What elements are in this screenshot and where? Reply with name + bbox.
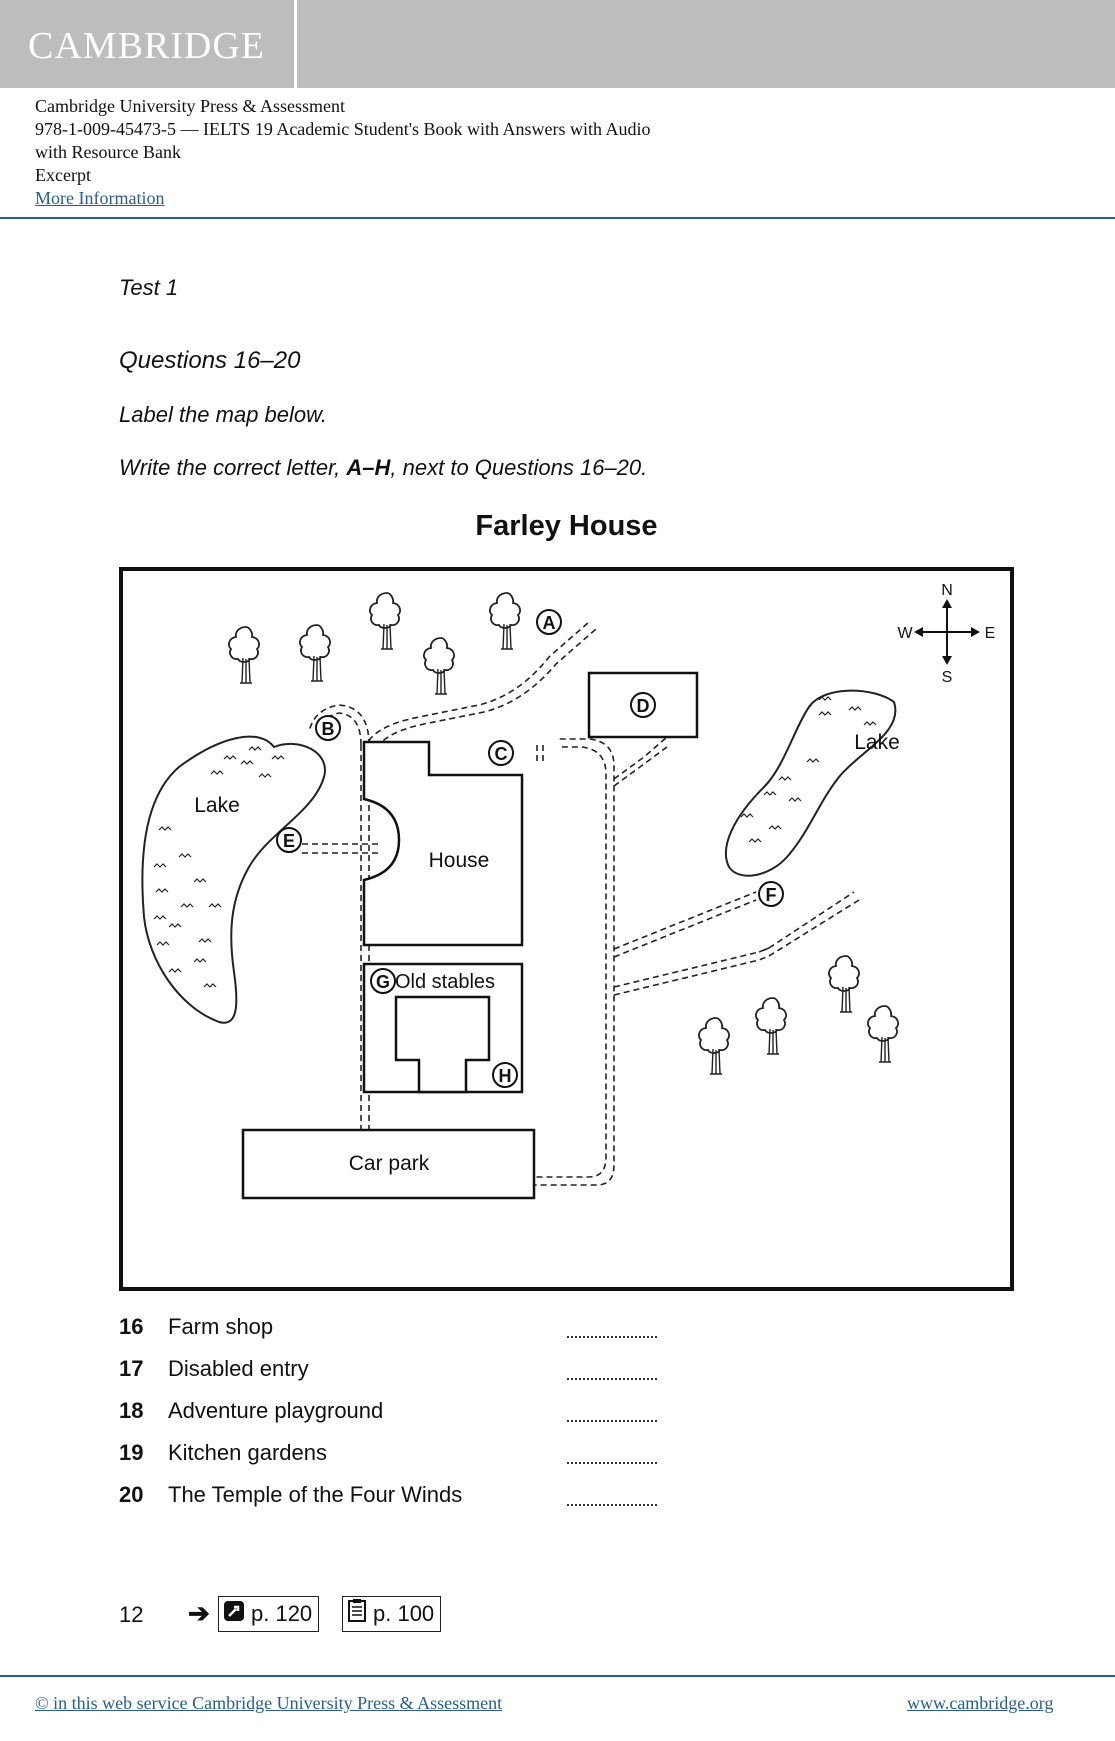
answer-blank[interactable] xyxy=(567,1450,657,1464)
svg-text:B: B xyxy=(322,719,335,739)
answer-blank[interactable] xyxy=(567,1492,657,1506)
isbn-title-cont-line: with Resource Bank xyxy=(35,142,181,162)
question-row: 17 Disabled entry xyxy=(119,1356,679,1386)
farley-house-map: Lake Lake N S E W xyxy=(119,567,1014,1291)
marker-h: H xyxy=(492,1062,518,1088)
question-row: 18 Adventure playground xyxy=(119,1398,679,1428)
question-label: Disabled entry xyxy=(168,1356,309,1381)
question-label: Kitchen gardens xyxy=(168,1440,327,1465)
header-band xyxy=(0,0,1115,88)
svg-text:C: C xyxy=(495,744,508,764)
svg-text:D: D xyxy=(637,696,650,716)
compass-east: E xyxy=(985,625,996,642)
marker-c: C xyxy=(488,740,514,766)
svg-text:G: G xyxy=(376,972,390,992)
marker-a: A xyxy=(536,609,562,635)
book-metadata: Cambridge University Press & Assessment … xyxy=(35,95,755,210)
lake-west-label: Lake xyxy=(194,794,240,817)
instruction-text-pre: Write the correct letter, xyxy=(119,455,347,480)
publisher-line: Cambridge University Press & Assessment xyxy=(35,96,345,116)
instruction-label-map: Label the map below. xyxy=(119,402,327,427)
compass-west: W xyxy=(897,625,913,642)
compass-north: N xyxy=(941,582,953,599)
page-number: 12 xyxy=(119,1602,144,1627)
question-label: Farm shop xyxy=(168,1314,274,1339)
answer-blank[interactable] xyxy=(567,1366,657,1380)
audio-script-page: p. 120 xyxy=(251,1601,313,1626)
old-stables-label: Old stables xyxy=(395,971,495,993)
instruction-write-letter: Write the correct letter, A–H, next to Q… xyxy=(119,455,647,481)
question-row: 19 Kitchen gardens xyxy=(119,1440,679,1470)
marker-b: B xyxy=(315,715,341,741)
marker-g: G xyxy=(370,968,396,994)
question-row: 16 Farm shop xyxy=(119,1314,679,1344)
excerpt-line: Excerpt xyxy=(35,165,91,185)
arrow-right-icon: ➔ xyxy=(188,1598,210,1628)
question-number: 19 xyxy=(119,1440,144,1465)
question-row: 20 The Temple of the Four Winds xyxy=(119,1482,679,1512)
svg-text:F: F xyxy=(766,885,777,905)
answer-key-icon xyxy=(347,1598,367,1632)
audio-script-reference[interactable]: p. 120 xyxy=(218,1596,320,1632)
footer-rule xyxy=(0,1675,1115,1677)
marker-d: D xyxy=(630,692,656,718)
answer-blank[interactable] xyxy=(567,1408,657,1422)
compass-south: S xyxy=(942,669,953,686)
car-park-label: Car park xyxy=(349,1152,430,1175)
svg-text:A: A xyxy=(543,613,556,633)
answer-key-page: p. 100 xyxy=(373,1601,435,1626)
question-number: 17 xyxy=(119,1356,144,1381)
marker-f: F xyxy=(758,881,784,907)
instruction-text-post: , next to Questions 16–20. xyxy=(390,455,648,480)
audio-script-icon xyxy=(223,1598,245,1632)
test-label: Test 1 xyxy=(119,275,179,300)
header-rule xyxy=(0,217,1115,219)
question-number: 16 xyxy=(119,1314,144,1339)
compass-icon xyxy=(914,599,980,665)
map-title: Farley House xyxy=(475,510,658,542)
website-link[interactable]: www.cambridge.org xyxy=(907,1693,1054,1713)
copyright-link[interactable]: © in this web service Cambridge Universi… xyxy=(35,1693,503,1713)
house-label: House xyxy=(429,849,490,872)
answer-key-reference[interactable]: p. 100 xyxy=(342,1596,442,1632)
header-divider xyxy=(294,0,297,88)
questions-range-heading: Questions 16–20 xyxy=(119,347,301,374)
question-number: 18 xyxy=(119,1398,144,1423)
cambridge-logo: CAMBRIDGE xyxy=(28,25,266,67)
question-label: Adventure playground xyxy=(168,1398,384,1423)
svg-text:E: E xyxy=(283,831,295,851)
instruction-letter-range: A–H xyxy=(346,455,391,480)
svg-text:H: H xyxy=(499,1066,512,1086)
question-label: The Temple of the Four Winds xyxy=(168,1482,463,1507)
lake-east-label: Lake xyxy=(854,731,900,754)
marker-e: E xyxy=(276,827,302,853)
isbn-title-line: 978-1-009-45473-5 — IELTS 19 Academic St… xyxy=(35,119,651,139)
answer-blank[interactable] xyxy=(567,1324,657,1338)
more-information-link[interactable]: More Information xyxy=(35,188,165,208)
question-number: 20 xyxy=(119,1482,144,1507)
